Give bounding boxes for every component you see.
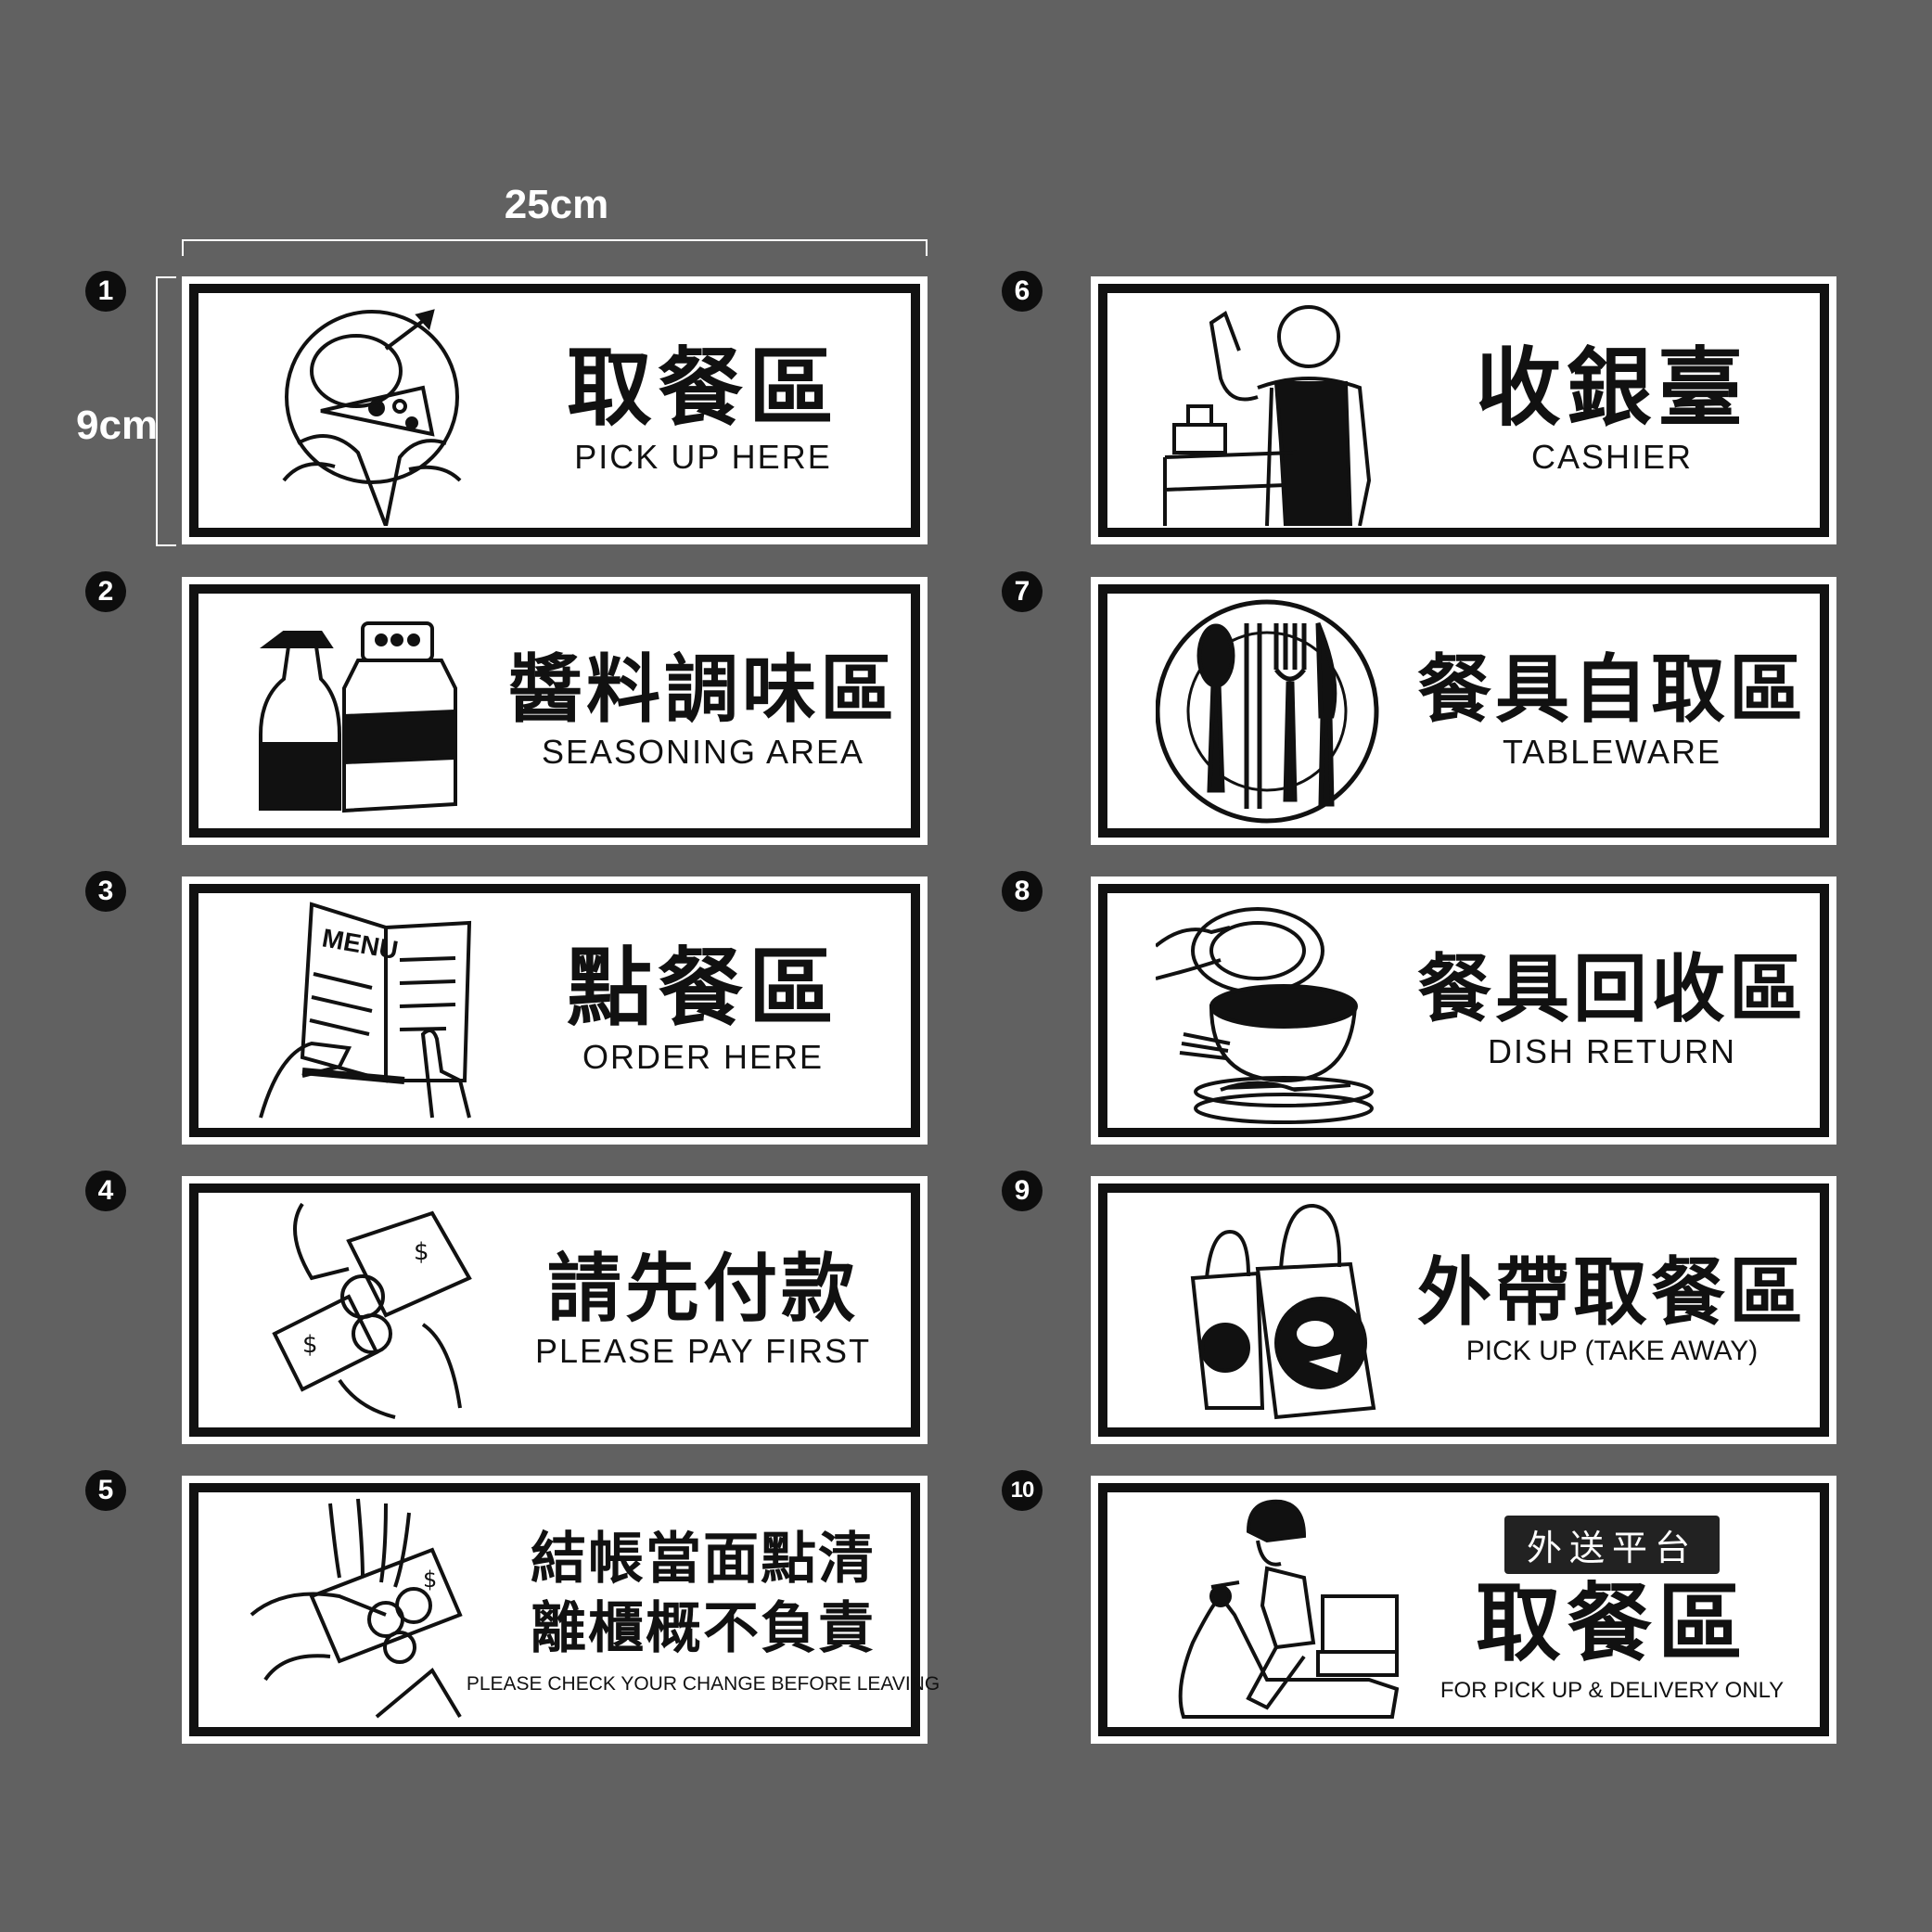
sign-title-en: SEASONING AREA	[541, 732, 865, 771]
sign-title-zh: 醬料調味區	[508, 646, 898, 733]
sign-number-badge: 4	[85, 1171, 126, 1211]
sign-tableware: 餐具自取區 TABLEWARE	[1091, 577, 1836, 845]
sign-number-badge: 8	[1002, 871, 1043, 912]
sign-title-zh: 請先付款	[547, 1245, 859, 1332]
width-dimension-label: 25cm	[504, 182, 609, 227]
cashier-person-icon	[1163, 305, 1372, 526]
dish-stack-icon	[1156, 907, 1374, 1124]
sign-title-en: CASHIER	[1530, 437, 1694, 476]
sign-number-badge: 10	[1002, 1470, 1043, 1511]
sign-title-zh: 點餐區	[566, 939, 839, 1039]
sign-pick-up-here: 取餐區 PICK UP HERE	[182, 276, 928, 544]
width-dimension-bracket	[182, 239, 928, 256]
sign-title-en: PLEASE CHECK YOUR CHANGE BEFORE LEAVING	[466, 1672, 940, 1695]
sign-title-zh: 取餐區	[1475, 1573, 1748, 1673]
sign-number-badge: 9	[1002, 1171, 1043, 1211]
sign-title-zh: 餐具回收區	[1417, 945, 1807, 1032]
sign-title-zh: 取餐區	[566, 339, 839, 439]
sign-title-en: ORDER HERE	[582, 1037, 825, 1076]
delivery-scooter-icon	[1178, 1499, 1400, 1719]
sign-cashier: 收銀臺 CASHIER	[1091, 276, 1836, 544]
sign-title-en: PICK UP HERE	[574, 437, 832, 476]
sign-seasoning-area: 醬料調味區 SEASONING AREA	[182, 577, 928, 845]
height-dimension-label: 9cm	[76, 403, 159, 448]
sign-title-zh-line2: 離櫃概不負責	[531, 1595, 876, 1661]
takeaway-bags-icon	[1190, 1203, 1376, 1420]
money-hands-icon: $ $	[272, 1202, 472, 1419]
sign-title-zh: 外帶取餐區	[1417, 1248, 1807, 1336]
sign-dish-return: 餐具回收區 DISH RETURN	[1091, 876, 1836, 1145]
sign-number-badge: 1	[85, 271, 126, 312]
sign-order-here: MENU 點餐區 ORDER HERE	[182, 876, 928, 1145]
sign-title-zh-line1: 結帳當面點清	[531, 1526, 876, 1592]
sign-title-en: DISH RETURN	[1487, 1031, 1736, 1070]
sign-number-badge: 5	[85, 1470, 126, 1511]
sign-number-badge: 2	[85, 571, 126, 612]
svg-text:MENU: MENU	[320, 923, 401, 965]
sauce-bottle-shaker-icon	[259, 621, 457, 813]
svg-text:$: $	[302, 1331, 318, 1359]
sign-title-en: PLEASE PAY FIRST	[534, 1331, 872, 1370]
sign-please-pay-first: $ $ 請先付款 PLEASE PAY FIRST	[182, 1176, 928, 1444]
svg-text:$: $	[414, 1238, 429, 1266]
svg-text:$: $	[423, 1567, 437, 1593]
chicken-pizza-plate-icon	[282, 309, 462, 526]
sign-title-zh: 餐具自取區	[1417, 646, 1807, 733]
sign-title-en: PICK UP (TAKE AWAY)	[1465, 1335, 1759, 1366]
sign-check-change: $ 結帳當面點清 離櫃概不負責 PLEASE CHECK YOUR CHANGE…	[182, 1476, 940, 1744]
sign-title-zh: 收銀臺	[1475, 339, 1748, 439]
height-dimension-bracket	[156, 276, 176, 546]
sign-take-away: 外帶取餐區 PICK UP (TAKE AWAY)	[1091, 1176, 1836, 1444]
cutlery-plate-icon	[1156, 599, 1379, 824]
sign-delivery-pickup: 外送平台 取餐區 FOR PICK UP & DELIVERY ONLY	[1091, 1476, 1836, 1744]
sign-title-en: FOR PICK UP & DELIVERY ONLY	[1439, 1678, 1785, 1704]
delivery-platform-tag: 外送平台	[1503, 1515, 1720, 1574]
change-money-hands-icon: $	[249, 1498, 463, 1719]
sign-number-badge: 3	[85, 871, 126, 912]
sign-title-en: TABLEWARE	[1502, 732, 1722, 771]
sign-number-badge: 6	[1002, 271, 1043, 312]
sign-number-badge: 7	[1002, 571, 1043, 612]
menu-book-icon: MENU	[259, 902, 472, 1119]
